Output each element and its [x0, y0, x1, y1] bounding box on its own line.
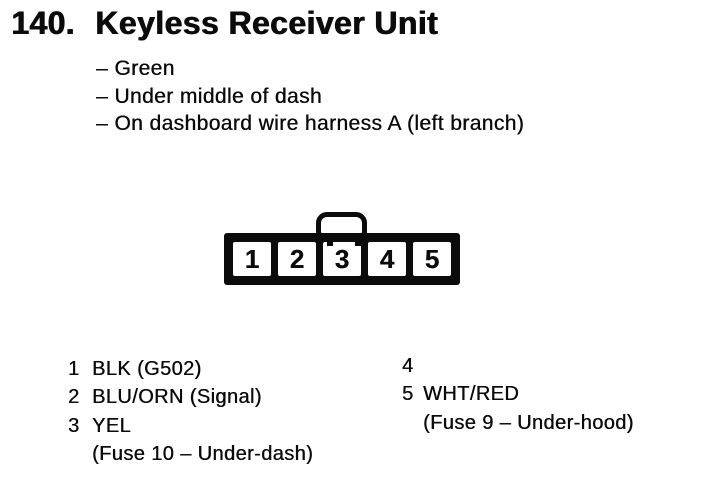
pin-number: 4	[402, 355, 414, 377]
wire-note: (Fuse 10 – Under-dash)	[92, 442, 314, 465]
connector-pin-cell: 4	[368, 242, 406, 276]
connector-pin-cell: 1	[233, 242, 271, 276]
note-line: – On dashboard wire harness A (left bran…	[96, 112, 525, 135]
pin-number	[402, 409, 423, 437]
wire-color: BLK (G502)	[92, 358, 202, 380]
pin-number	[68, 440, 92, 468]
section-number: 140.	[11, 5, 75, 41]
connector-pin-cell: 3	[323, 242, 361, 276]
pin-number: 2	[68, 386, 80, 409]
pin-number: 5	[402, 383, 414, 406]
wire-color	[423, 352, 634, 380]
connector-pin-cell: 2	[278, 242, 316, 276]
page-title: Keyless Receiver Unit	[95, 5, 438, 41]
wire-color: YEL	[92, 414, 132, 437]
location-notes: – Green – Under middle of dash – On dash…	[96, 55, 524, 138]
wire-color: BLU/ORN (Signal)	[92, 386, 262, 409]
wire-color: WHT/RED	[423, 383, 520, 406]
latch-leg	[327, 240, 333, 246]
connector-pin-cell: 5	[413, 242, 451, 276]
pin-legend-right: 4 5 WHT/RED (Fuse 9 – Under-hood)	[402, 352, 634, 437]
connector-diagram: 1 2 3 4 5	[224, 233, 460, 285]
wire-note: (Fuse 9 – Under-hood)	[423, 411, 634, 434]
pin-legend-left: 1 BLK (G502) 2 BLU/ORN (Signal) 3 YEL (F…	[68, 355, 313, 468]
note-line: – Under middle of dash	[96, 84, 322, 108]
pin-number: 1	[68, 358, 80, 380]
latch-leg	[355, 240, 361, 246]
pin-number: 3	[68, 414, 80, 437]
note-line: – Green	[96, 57, 175, 80]
